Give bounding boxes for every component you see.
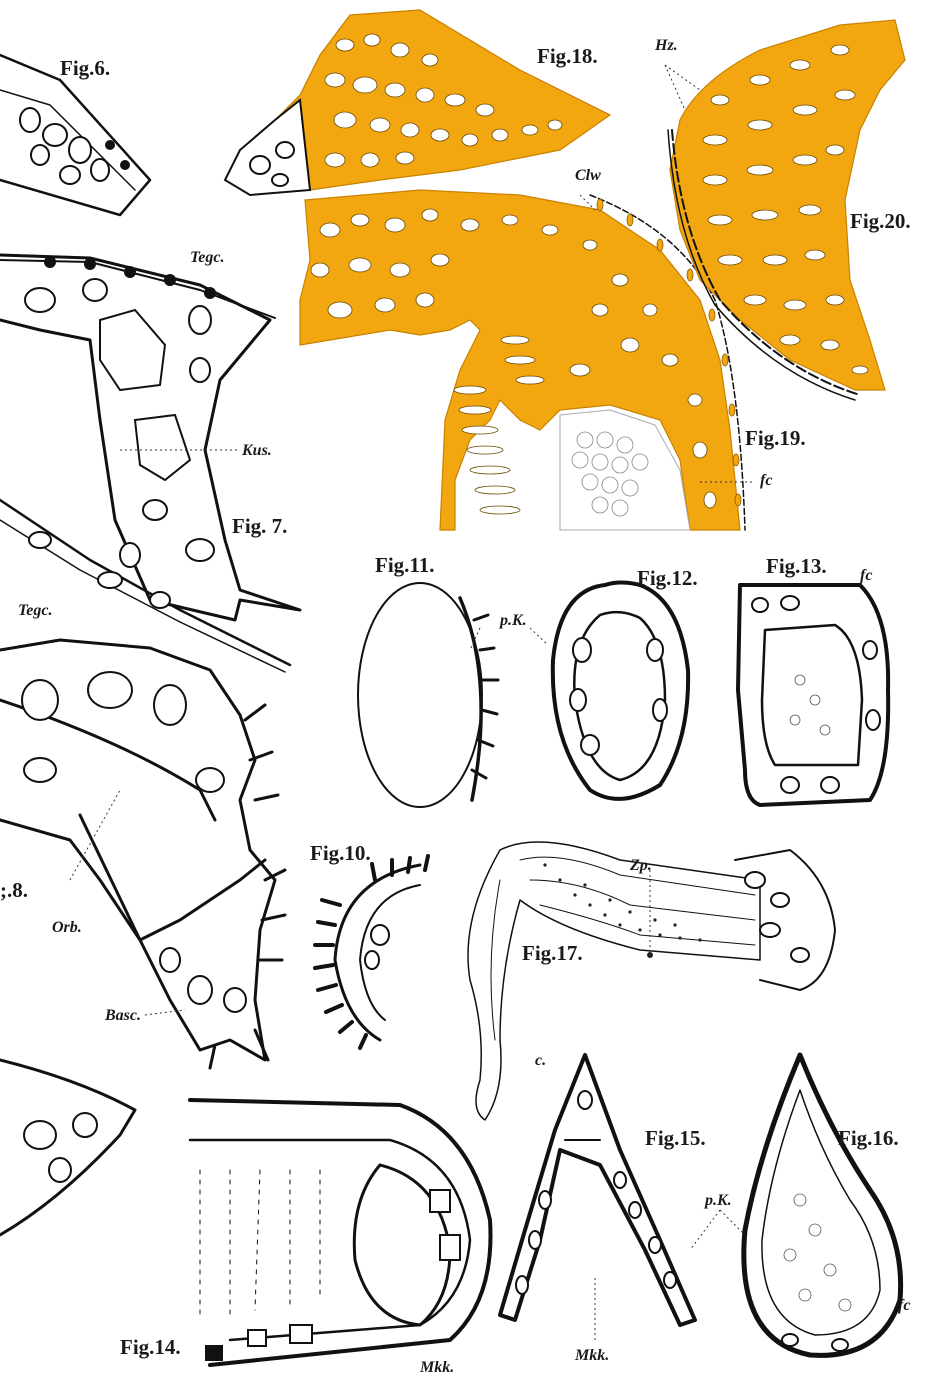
figure-15-label: Fig.15. (645, 1126, 706, 1150)
figure-18-label: Fig.18. (537, 44, 598, 68)
figure-10-drawing (315, 856, 428, 1048)
figure-16-drawing (744, 1055, 901, 1355)
label-zp: Zp. (629, 857, 652, 874)
figure-8-drawing (0, 640, 285, 1068)
label-hz: Hz. (654, 37, 678, 54)
figure-7-label: Fig. 7. (232, 514, 287, 538)
figure-6-label: Fig.6. (60, 56, 110, 80)
label-mkk-fig14: Mkk. (419, 1359, 454, 1376)
figure-11-label: Fig.11. (375, 553, 435, 577)
label-pk-top: p.K. (498, 612, 527, 629)
label-pk-bottom: p.K. (703, 1192, 732, 1209)
label-c: c. (535, 1052, 546, 1069)
figure-17-label: Fig.17. (522, 941, 583, 965)
figure-14-label: Fig.14. (120, 1335, 181, 1359)
label-fc-fig16: fc (898, 1297, 910, 1314)
figure-17-drawing (468, 842, 835, 1120)
figure-11-drawing (358, 583, 498, 807)
label-kus: Kus. (241, 442, 272, 459)
figure-10-label: Fig.10. (310, 841, 371, 865)
label-tegc-left: Tegc. (18, 602, 53, 619)
figure-14-drawing (0, 1060, 491, 1365)
label-fc-fig19: fc (760, 472, 772, 489)
figure-19-label: Fig.19. (745, 426, 806, 450)
label-mkk-fig15: Mkk. (574, 1347, 609, 1364)
figure-13-label: Fig.13. (766, 554, 827, 578)
figure-13-drawing (738, 585, 888, 805)
figure-15-drawing (500, 1055, 695, 1325)
figure-20-label: Fig.20. (850, 209, 911, 233)
figure-18-drawing (225, 10, 610, 195)
label-clw: Clw (575, 167, 601, 184)
figure-12-drawing (553, 583, 688, 799)
label-basc: Basc. (104, 1007, 141, 1024)
label-tegc-top: Tegc. (190, 249, 225, 266)
label-fc-fig13: fc (860, 567, 872, 584)
figure-16-label: Fig.16. (838, 1126, 899, 1150)
label-orb: Orb. (52, 919, 82, 936)
figure-12-label: Fig.12. (637, 566, 698, 590)
figure-8-label: ;.8. (0, 878, 28, 902)
